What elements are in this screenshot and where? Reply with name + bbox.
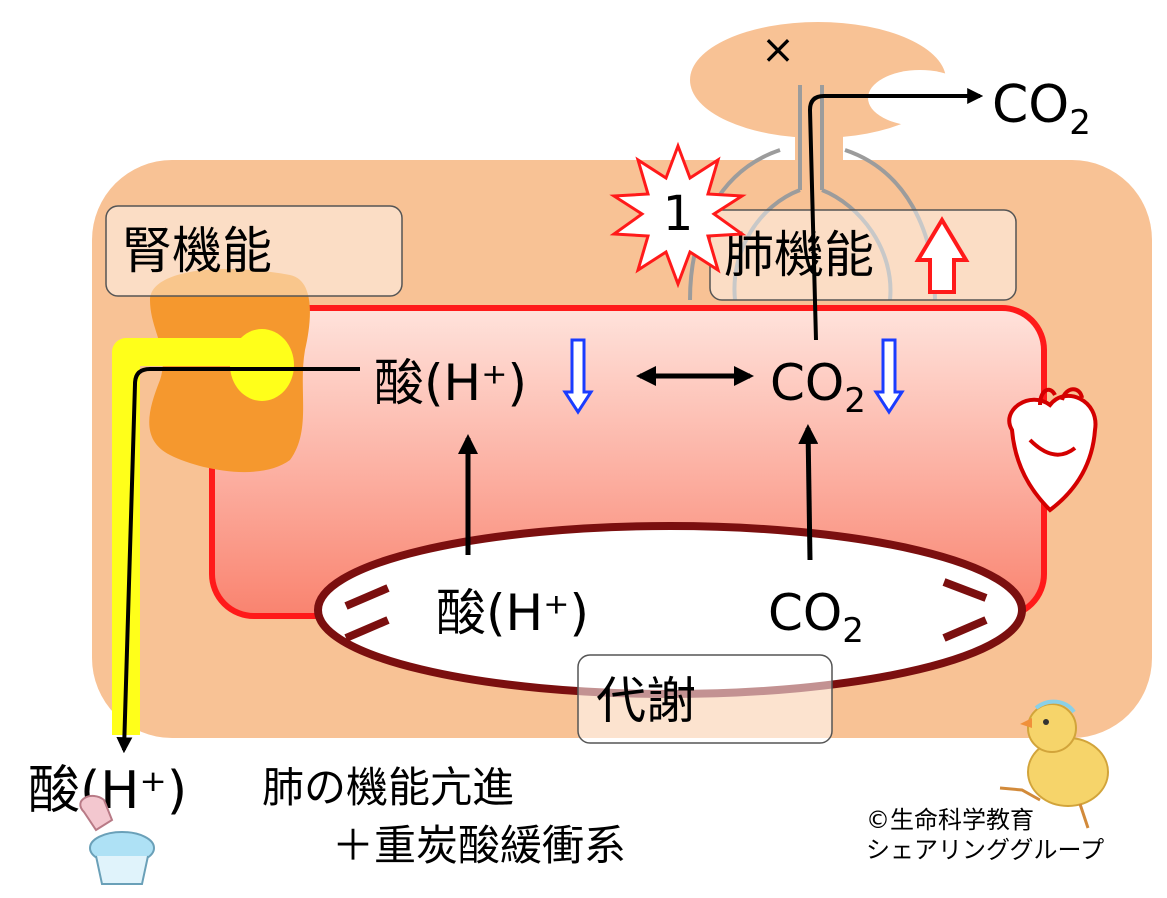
metabolism-box: [577, 654, 833, 744]
copyright-line-2: シェアリンググループ: [866, 836, 1104, 864]
acid-down-arrow: [562, 338, 594, 415]
kidney-function-label: 腎機能: [122, 222, 272, 280]
co2-exhalation-arrow: [807, 88, 984, 341]
metabolism-acid-label: 酸(H⁺): [436, 584, 589, 642]
lung-function-label: 肺機能: [724, 226, 874, 284]
metabolism-label: 代謝: [596, 672, 696, 730]
starburst-number: 1: [663, 186, 694, 242]
head-shape: [690, 22, 972, 180]
ureter: [112, 338, 262, 735]
lung-function-up-arrow: [914, 216, 970, 294]
heart-icon: [1007, 387, 1098, 513]
blood-co2-label: CO2: [770, 354, 866, 421]
caption-line-1: 肺の機能亢進: [262, 763, 514, 812]
co2-production-arrow: [798, 424, 819, 561]
blood-acid-label: 酸(H⁺): [374, 354, 527, 412]
mouth-mark: ×: [761, 27, 795, 73]
starburst-1: [609, 141, 747, 289]
acid-excretion-arrow: [116, 367, 360, 754]
caption-line-2: ＋重炭酸緩衝系: [332, 821, 626, 870]
copyright-line-1: ©生命科学教育: [866, 806, 1034, 834]
metabolism-co2-label: CO2: [768, 584, 864, 651]
chick-icon: [999, 699, 1109, 829]
kidney-function-box: [105, 205, 403, 297]
exhaled-co2-label: CO2: [992, 75, 1091, 143]
metabolism-chevrons: [344, 578, 988, 642]
toilet-icon: [79, 794, 155, 885]
co2-down-arrow: [873, 338, 905, 415]
